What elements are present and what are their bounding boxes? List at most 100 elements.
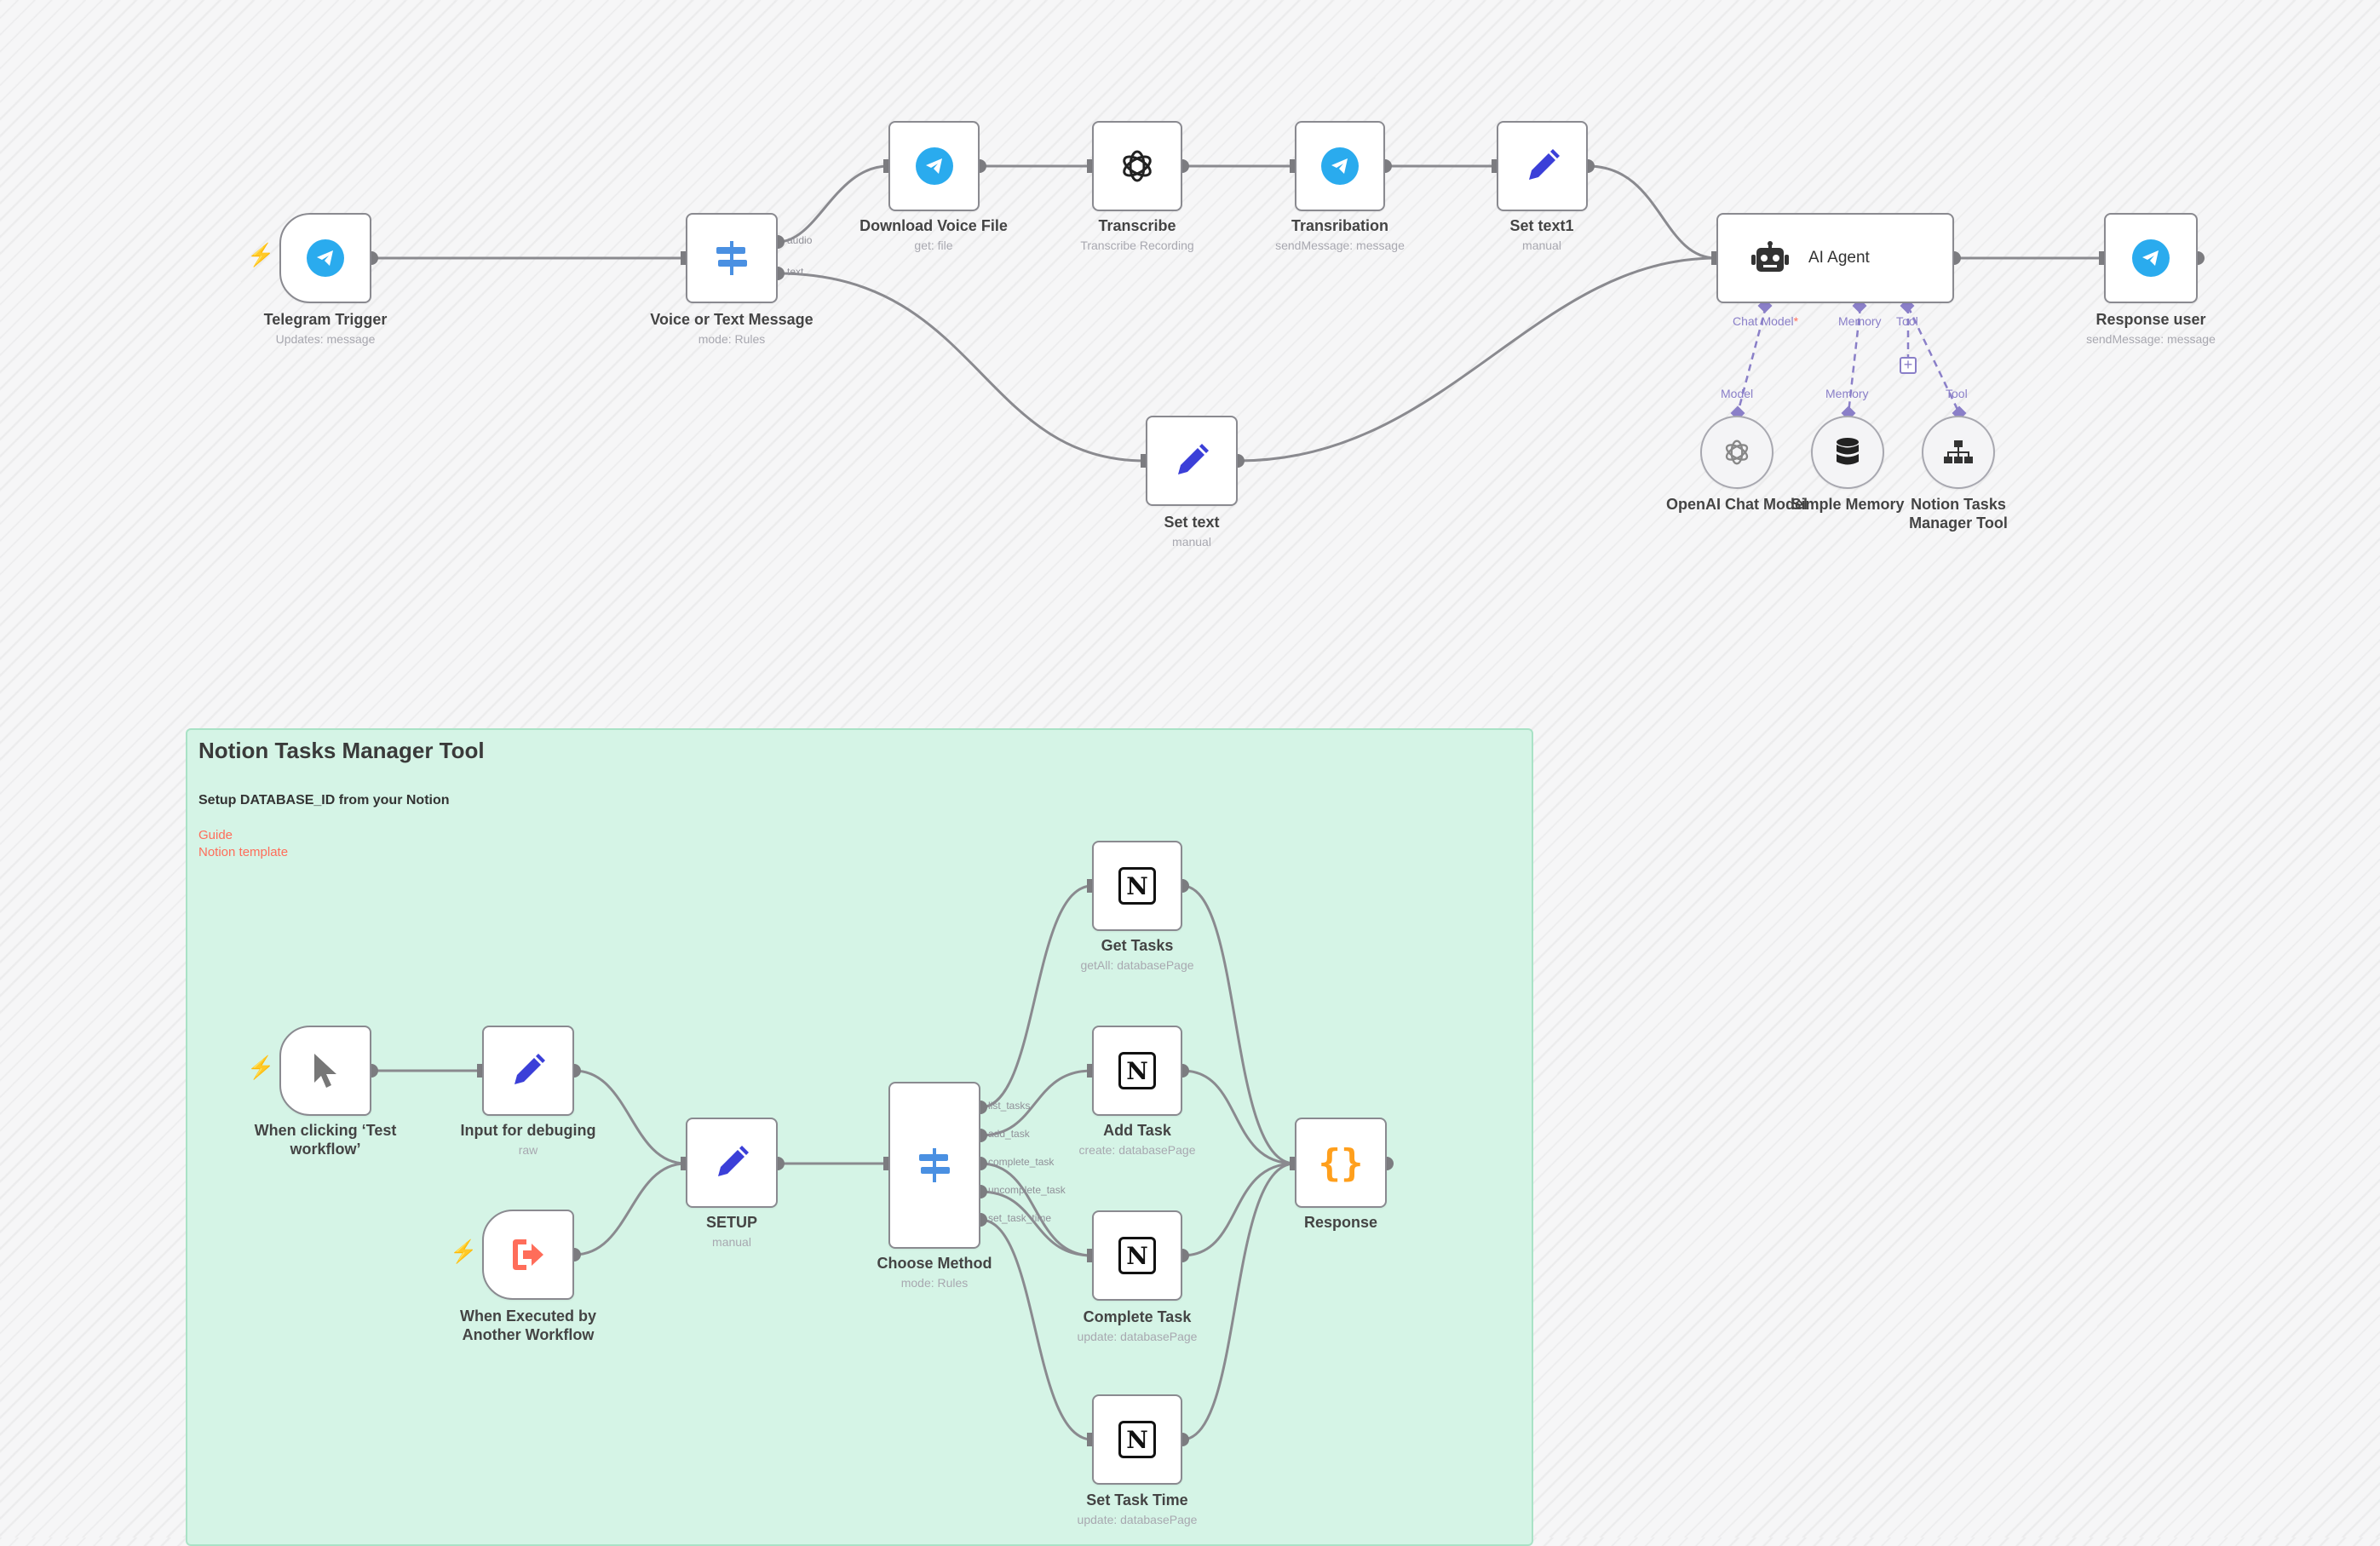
node-get-tasks[interactable]: N [1092, 841, 1182, 931]
trigger-bolt-icon: ⚡ [247, 1055, 275, 1080]
notion-template-link[interactable]: Notion template [198, 845, 289, 859]
node-subtitle: sendMessage: message [2086, 332, 2216, 346]
sub-port-tool: Tool [1946, 387, 1968, 400]
connection[interactable] [1181, 1162, 1296, 1441]
output-label-set-task-time: set_task_time [988, 1212, 1052, 1224]
node-label: Voice or Text Message [650, 311, 813, 328]
openai-icon [1123, 150, 1152, 182]
node-complete-task[interactable]: N [1092, 1210, 1182, 1301]
switch-icon [919, 1148, 950, 1182]
node-label: Transribation [1291, 217, 1389, 234]
node-set-text[interactable] [1146, 416, 1238, 506]
output-label-list-tasks: list_tasks [988, 1100, 1031, 1112]
connection[interactable] [1181, 1162, 1296, 1257]
node-download-voice-file[interactable] [888, 121, 980, 211]
node-subtitle: manual [712, 1235, 751, 1249]
node-label: Input for debuging [460, 1122, 596, 1139]
node-set-task-time[interactable]: N [1092, 1394, 1182, 1485]
connection[interactable] [573, 1069, 687, 1165]
sticky-title: Notion Tasks Manager Tool [198, 738, 485, 763]
node-subtitle: create: databasePage [1078, 1143, 1196, 1157]
node-subtitle: getAll: databasePage [1080, 958, 1194, 972]
node-ai-agent[interactable]: AI Agent [1716, 213, 1954, 303]
node-voice-or-text[interactable] [686, 213, 778, 303]
node-set-text1[interactable] [1497, 121, 1588, 211]
node-response[interactable]: {} [1295, 1118, 1387, 1208]
connection[interactable] [1181, 1069, 1296, 1165]
node-openai-chat-model[interactable] [1700, 416, 1774, 489]
output-handles[interactable] [365, 159, 2205, 1446]
connection[interactable] [1587, 164, 1717, 260]
node-subtitle: update: databasePage [1077, 1513, 1198, 1526]
pencil-icon [1528, 149, 1560, 180]
input-handles[interactable] [477, 159, 2104, 1446]
node-label: Set text [1164, 514, 1220, 531]
pencil-icon [718, 1146, 749, 1176]
connection[interactable] [1237, 256, 1717, 463]
node-choose-method[interactable] [888, 1082, 980, 1249]
connection[interactable] [1181, 884, 1296, 1165]
telegram-icon [915, 147, 953, 185]
node-label: Notion Tasks Manager Tool [1909, 496, 2008, 532]
connection[interactable] [573, 1162, 687, 1256]
sub-connection[interactable] [1906, 306, 1961, 414]
output-label-uncomplete-task: uncomplete_task [988, 1184, 1066, 1196]
connection[interactable] [777, 272, 1147, 463]
node-transribation[interactable] [1295, 121, 1385, 211]
openai-icon [1725, 440, 1749, 465]
node-subtitle: manual [1522, 239, 1561, 252]
node-subtitle: manual [1172, 535, 1211, 549]
node-manual-trigger[interactable] [279, 1026, 371, 1116]
output-label-text: text [787, 266, 804, 278]
node-label: OpenAI Chat Model [1666, 496, 1808, 513]
node-label: Add Task [1103, 1122, 1171, 1139]
json-braces-icon: {} [1318, 1141, 1364, 1185]
cursor-icon [314, 1054, 336, 1088]
pencil-icon [1178, 444, 1209, 474]
node-subtitle: mode: Rules [698, 332, 766, 346]
sitemap-icon [1944, 440, 1973, 463]
node-label: Simple Memory [1791, 496, 1905, 513]
node-input-for-debuging[interactable] [482, 1026, 574, 1116]
node-label: Response user [2095, 311, 2206, 328]
connection[interactable] [980, 1190, 1093, 1257]
node-label: SETUP [705, 1214, 757, 1231]
node-label: AI Agent [1808, 249, 1870, 267]
node-notion-tasks-manager-tool[interactable] [1922, 416, 1995, 489]
trigger-bolt-icon: ⚡ [450, 1239, 478, 1264]
pencil-icon [515, 1054, 545, 1084]
node-label: When clicking ‘Test workflow’ [254, 1122, 397, 1158]
node-subtitle: update: databasePage [1077, 1330, 1198, 1343]
agent-port-chat-model: Chat Model* [1733, 314, 1799, 328]
notion-icon: N [1118, 867, 1156, 905]
node-subtitle: raw [518, 1143, 538, 1157]
agent-port-tool: Tool [1896, 314, 1918, 328]
connection[interactable] [777, 164, 889, 244]
sub-connection[interactable] [1847, 306, 1862, 414]
sub-port-memory: Memory [1825, 387, 1869, 400]
sub-connection[interactable] [1736, 306, 1768, 414]
node-simple-memory[interactable] [1811, 416, 1884, 489]
telegram-icon [307, 239, 344, 277]
guide-link[interactable]: Guide [198, 828, 233, 842]
switch-icon [716, 241, 747, 275]
node-setup[interactable] [686, 1118, 778, 1208]
connection[interactable] [980, 1069, 1093, 1137]
output-label-complete-task: complete_task [988, 1156, 1055, 1168]
node-response-user[interactable] [2104, 213, 2198, 303]
notion-icon: N [1118, 1421, 1156, 1458]
add-tool-button[interactable]: + [1900, 357, 1917, 374]
connection[interactable] [980, 1218, 1093, 1441]
node-executed-by-workflow[interactable] [482, 1210, 574, 1300]
node-telegram-trigger[interactable] [279, 213, 371, 303]
node-add-task[interactable]: N [1092, 1026, 1182, 1116]
node-label: When Executed by Another Workflow [459, 1307, 597, 1343]
output-label-add-task: add_task [988, 1128, 1030, 1140]
connection[interactable] [980, 1162, 1093, 1257]
node-transcribe[interactable] [1092, 121, 1182, 211]
node-label: Set Task Time [1086, 1491, 1188, 1509]
sign-in-icon [513, 1239, 543, 1270]
node-label: Download Voice File [859, 217, 1008, 234]
connection[interactable] [980, 884, 1093, 1109]
